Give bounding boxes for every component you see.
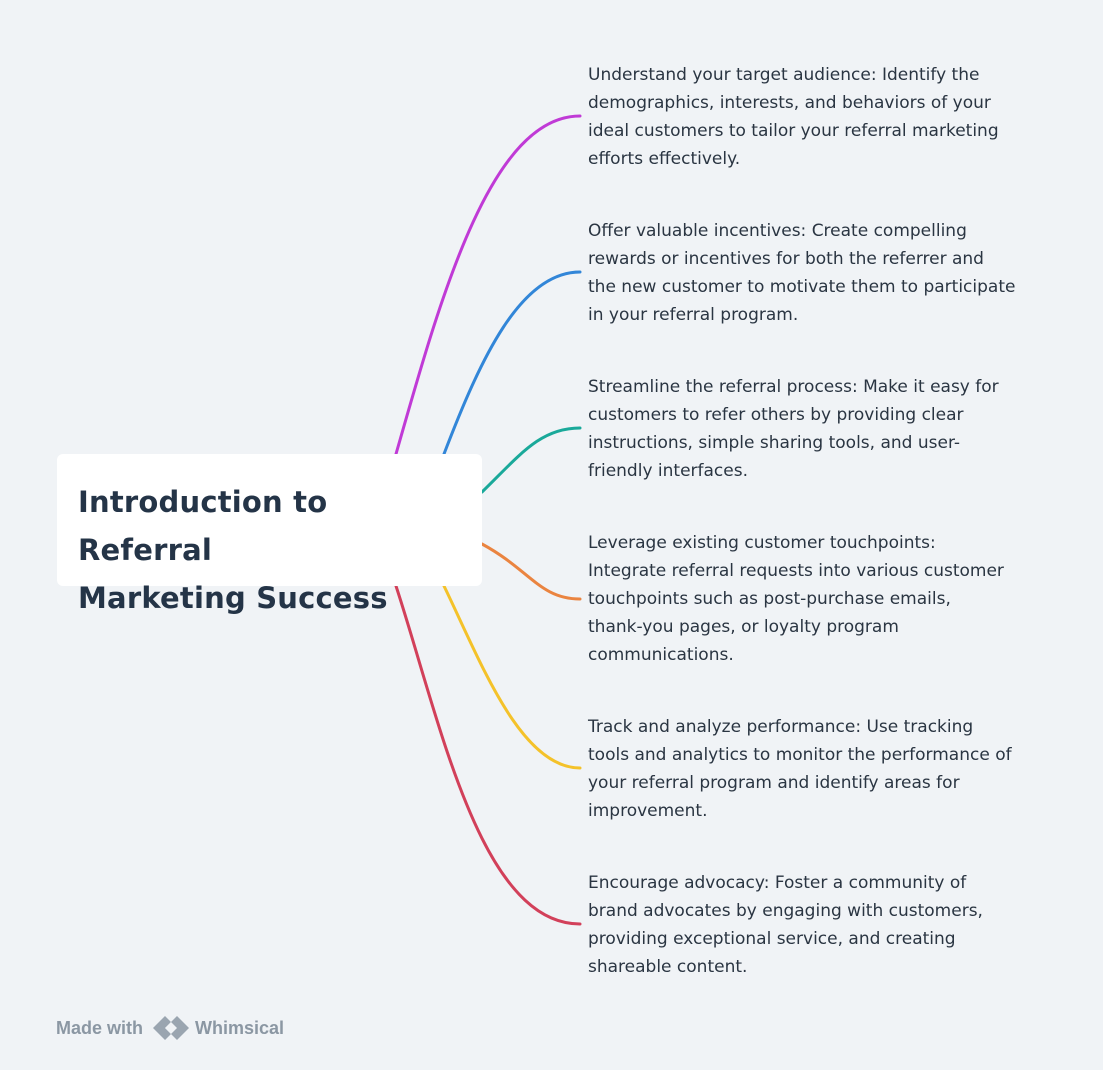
branch-text-line: communications. xyxy=(588,645,734,665)
branch-text-line: in your referral program. xyxy=(588,305,799,325)
connector-line-4 xyxy=(480,542,582,601)
connector-line-3 xyxy=(480,426,582,494)
branch-text-line: Integrate referral requests into various… xyxy=(588,561,1004,581)
branch-text-line: Offer valuable incentives: Create compel… xyxy=(588,221,967,241)
branch-text-line: customers to refer others by providing c… xyxy=(588,405,964,425)
branch-text-line: Encourage advocacy: Foster a community o… xyxy=(588,873,967,893)
central-topic-card[interactable]: Introduction to Referral Marketing Succe… xyxy=(57,454,482,615)
whimsical-brand-label: Whimsical xyxy=(195,1017,285,1038)
branch-text-line: tools and analytics to monitor the perfo… xyxy=(588,745,1012,765)
branch-text-line: Streamline the referral process: Make it… xyxy=(588,377,999,397)
branch-text-line: Leverage existing customer touchpoints: xyxy=(588,533,936,553)
central-topic-title-line-1: Introduction to Referral xyxy=(78,485,328,567)
connector-line-5 xyxy=(442,584,582,770)
branch-text-line: providing exceptional service, and creat… xyxy=(588,929,956,949)
connector-line-1 xyxy=(394,114,582,456)
branch-text-line: touchpoints such as post-purchase emails… xyxy=(588,589,951,609)
branch-text-line: efforts effectively. xyxy=(588,149,741,169)
branch-node-target-audience[interactable]: Understand your target audience: Identif… xyxy=(588,61,1048,173)
made-with-label: Made with xyxy=(56,1017,144,1038)
central-topic-title-line-2: Marketing Success xyxy=(78,581,388,615)
branch-text-line: Track and analyze performance: Use track… xyxy=(588,717,974,737)
connector-line-6 xyxy=(394,584,582,926)
branch-text-line: ideal customers to tailor your referral … xyxy=(588,121,999,141)
branch-text-line: your referral program and identify areas… xyxy=(588,773,960,793)
branch-text-line: Understand your target audience: Identif… xyxy=(588,65,980,85)
branch-text-line: improvement. xyxy=(588,801,708,821)
branch-node-streamline-process[interactable]: Streamline the referral process: Make it… xyxy=(588,373,1048,485)
branch-node-incentives[interactable]: Offer valuable incentives: Create compel… xyxy=(588,217,1048,329)
branch-node-advocacy[interactable]: Encourage advocacy: Foster a community o… xyxy=(588,869,1048,981)
branch-node-track-performance[interactable]: Track and analyze performance: Use track… xyxy=(588,713,1048,825)
branch-text-line: shareable content. xyxy=(588,957,748,977)
made-with-whimsical-badge[interactable]: Made with Whimsical xyxy=(56,1013,284,1043)
branch-text-line: demographics, interests, and behaviors o… xyxy=(588,93,991,113)
connector-line-2 xyxy=(442,270,582,456)
branch-text-line: thank-you pages, or loyalty program xyxy=(588,617,899,637)
branch-text-line: instructions, simple sharing tools, and … xyxy=(588,433,960,453)
branch-text-line: the new customer to motivate them to par… xyxy=(588,277,1016,297)
branch-text-line: rewards or incentives for both the refer… xyxy=(588,249,984,269)
branch-text-line: brand advocates by engaging with custome… xyxy=(588,901,983,921)
branch-node-touchpoints[interactable]: Leverage existing customer touchpoints: … xyxy=(588,529,1048,669)
whimsical-logo-icon xyxy=(151,1014,191,1042)
branch-text-line: friendly interfaces. xyxy=(588,461,748,481)
